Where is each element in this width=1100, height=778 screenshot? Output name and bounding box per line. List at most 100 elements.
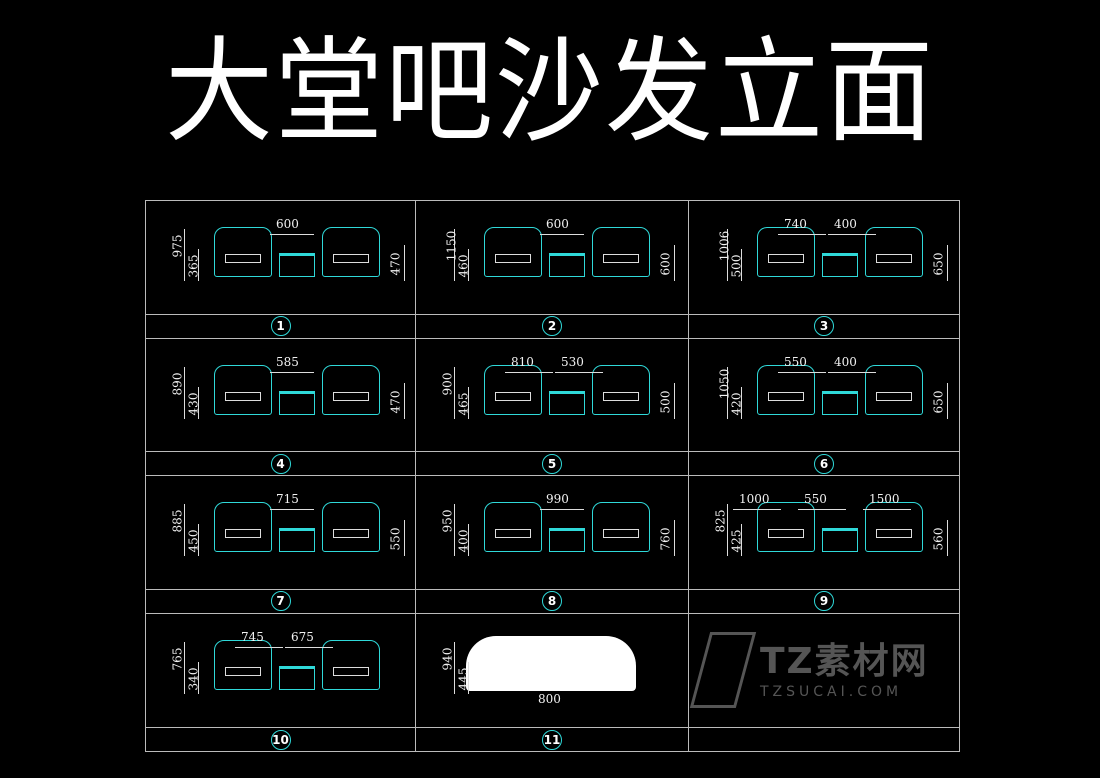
dimension-top: 600: [276, 217, 299, 231]
dimension-line: [505, 371, 553, 373]
dimension-line: [198, 524, 199, 556]
dimension-right: 470: [388, 252, 403, 276]
dimension-line: [828, 371, 876, 373]
chair-left: [757, 502, 815, 552]
dimension-left: 825: [713, 509, 728, 533]
dimension-line: [741, 249, 742, 281]
side-table: [822, 253, 858, 277]
dimension-line: [828, 234, 876, 235]
dimension-line: [468, 661, 469, 694]
side-table: [822, 390, 858, 415]
panel-number: 8: [542, 591, 562, 611]
dimension-line: [947, 245, 948, 281]
dimension-left: 420: [729, 392, 744, 415]
dimension-line: [198, 661, 199, 694]
chair-right: [322, 502, 380, 552]
side-table: [549, 528, 585, 552]
dimension-line: [454, 366, 455, 419]
dimension-line: [733, 509, 781, 510]
dimension-line: [727, 229, 728, 281]
dimension-line: [741, 524, 742, 556]
side-table: [822, 528, 858, 552]
panel-label-row: 8: [416, 588, 688, 613]
dimension-left: 400: [456, 529, 471, 553]
dimension-left: 340: [186, 667, 201, 690]
dimension-top: 530: [561, 354, 584, 369]
sofa-silhouette: [466, 635, 636, 691]
dimension-line: [184, 504, 185, 556]
dimension-line: [798, 509, 846, 510]
dimension-line: [540, 234, 584, 235]
dimension-line: [674, 520, 675, 556]
dimension-line: [184, 366, 185, 419]
side-table: [549, 253, 585, 277]
dimension-left: 445: [456, 667, 471, 690]
dimension-right: 650: [931, 390, 946, 413]
chair-left: [757, 227, 815, 277]
chair-right: [322, 227, 380, 277]
panel-label-row: 1: [146, 313, 415, 338]
dimension-line: [184, 229, 185, 281]
dimension-left: 500: [729, 254, 744, 278]
panel-label-row: 11: [416, 727, 688, 751]
panel-label-row: 7: [146, 588, 415, 613]
dimension-line: [454, 641, 455, 694]
chair-right: [592, 502, 650, 552]
panel-label-row: 5: [416, 451, 688, 475]
dimension-line: [778, 371, 826, 373]
panel-number: 7: [270, 591, 291, 611]
panel-number: 4: [270, 453, 291, 474]
dimension-line: [727, 504, 728, 556]
chair-right: [865, 502, 923, 552]
dimension-line: [404, 520, 405, 556]
dimension-top: 400: [834, 217, 857, 231]
dimension-line: [454, 229, 455, 281]
dimension-right: 760: [658, 527, 673, 551]
panel-label-row: 2: [416, 313, 688, 338]
chair-right: [322, 639, 380, 690]
dimension-line: [674, 245, 675, 281]
elevation-panel: [689, 614, 959, 752]
chair-left: [214, 639, 272, 690]
dimension-top: 715: [276, 492, 299, 506]
dimension-line: [198, 249, 199, 281]
dimension-top: 990: [546, 492, 569, 506]
dimension-line: [285, 646, 333, 648]
panel-label-row: [689, 727, 959, 751]
chair-right: [592, 364, 650, 415]
dimension-line: [778, 234, 826, 235]
panel-number: 10: [270, 729, 291, 750]
dimension-left: 465: [456, 392, 471, 415]
dimension-left: 940: [440, 647, 455, 670]
dimension-left: 950: [440, 509, 455, 533]
dimension-left: 765: [170, 647, 185, 670]
chair-right: [592, 227, 650, 277]
dimension-line: [863, 509, 911, 510]
panel-label-row: 3: [689, 313, 959, 338]
dimension-top: 550: [804, 492, 827, 506]
chair-right: [322, 364, 380, 415]
dimension-left: 365: [186, 254, 201, 278]
dimension-line: [468, 524, 469, 556]
panel-label-row: 4: [146, 451, 415, 475]
dimension-top: 1000: [739, 492, 770, 506]
dimension-line: [184, 641, 185, 694]
dimension-line: [741, 386, 742, 419]
dimension-top: 745: [241, 629, 264, 644]
side-table: [279, 390, 315, 415]
watermark: TZ素材网 TZSUCAI.COM: [689, 632, 929, 708]
side-table: [279, 665, 315, 690]
dimension-right: 500: [658, 390, 673, 413]
page-title: 大堂吧沙发立面: [164, 26, 935, 159]
